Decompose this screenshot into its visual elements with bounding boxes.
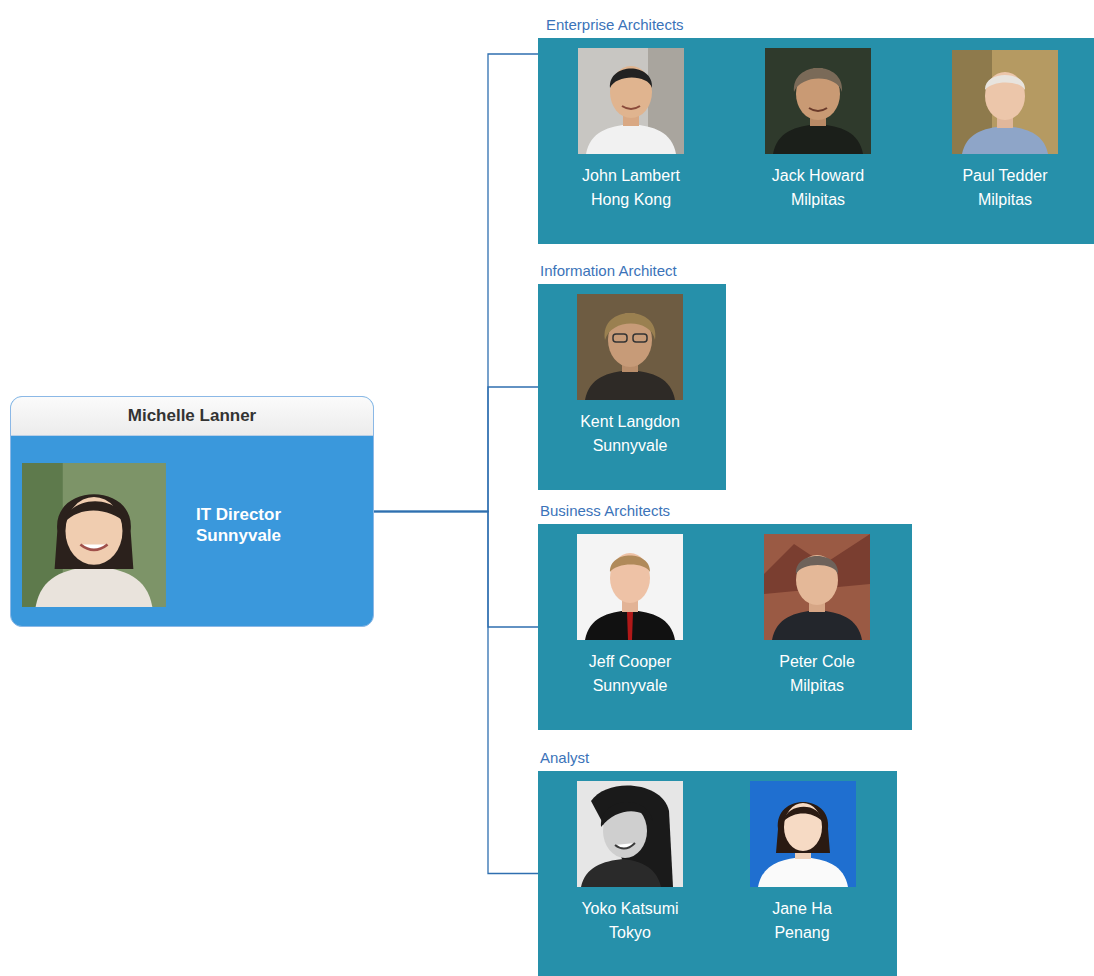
team-member: John LambertHong Kong — [551, 48, 711, 212]
person-name: Peter Cole — [737, 650, 897, 674]
team-member: Kent LangdonSunnyvale — [550, 294, 710, 458]
role-location: IT Director Sunnyvale — [196, 504, 326, 546]
org-connector — [374, 512, 538, 628]
person-location: Penang — [722, 921, 882, 945]
person-location: Hong Kong — [551, 188, 711, 212]
person-name: John Lambert — [551, 164, 711, 188]
team-group: Business ArchitectsJeff CooperSunnyvaleP… — [538, 524, 912, 730]
person-location: Milpitas — [737, 674, 897, 698]
team-member: Jeff CooperSunnyvale — [550, 534, 710, 698]
group-heading: Analyst — [540, 748, 897, 768]
group-heading: Business Architects — [540, 501, 912, 521]
group-heading: Enterprise Architects — [546, 15, 1094, 35]
manager-card: Michelle Lanner IT Director Sunnyvale — [10, 396, 374, 627]
person-name: Paul Tedder — [925, 164, 1085, 188]
org-connector — [374, 54, 538, 512]
org-connector — [374, 512, 538, 874]
team-member: Yoko KatsumiTokyo — [550, 781, 710, 945]
person-location: Milpitas — [738, 188, 898, 212]
person-name: Yoko Katsumi — [550, 897, 710, 921]
team-member: Peter ColeMilpitas — [737, 534, 897, 698]
person-location: Sunnyvale — [550, 674, 710, 698]
person-name: Jack Howard — [738, 164, 898, 188]
person-name: Jane Ha — [722, 897, 882, 921]
team-member: Paul TedderMilpitas — [925, 48, 1085, 212]
person-name: Kent Langdon — [550, 410, 710, 434]
team-member: Jack HowardMilpitas — [738, 48, 898, 212]
team-member: Jane HaPenang — [722, 781, 882, 945]
team-group: Information ArchitectKent LangdonSunnyva… — [538, 284, 726, 490]
person-location: Milpitas — [925, 188, 1085, 212]
person-location: Tokyo — [550, 921, 710, 945]
org-connector — [374, 387, 538, 512]
person-location: Sunnyvale — [550, 434, 710, 458]
group-heading: Information Architect — [540, 261, 726, 281]
team-group: Enterprise ArchitectsJohn LambertHong Ko… — [538, 38, 1094, 244]
person-name: Michelle Lanner — [11, 397, 373, 436]
team-group: AnalystYoko KatsumiTokyoJane HaPenang — [538, 771, 897, 976]
person-name: Jeff Cooper — [550, 650, 710, 674]
